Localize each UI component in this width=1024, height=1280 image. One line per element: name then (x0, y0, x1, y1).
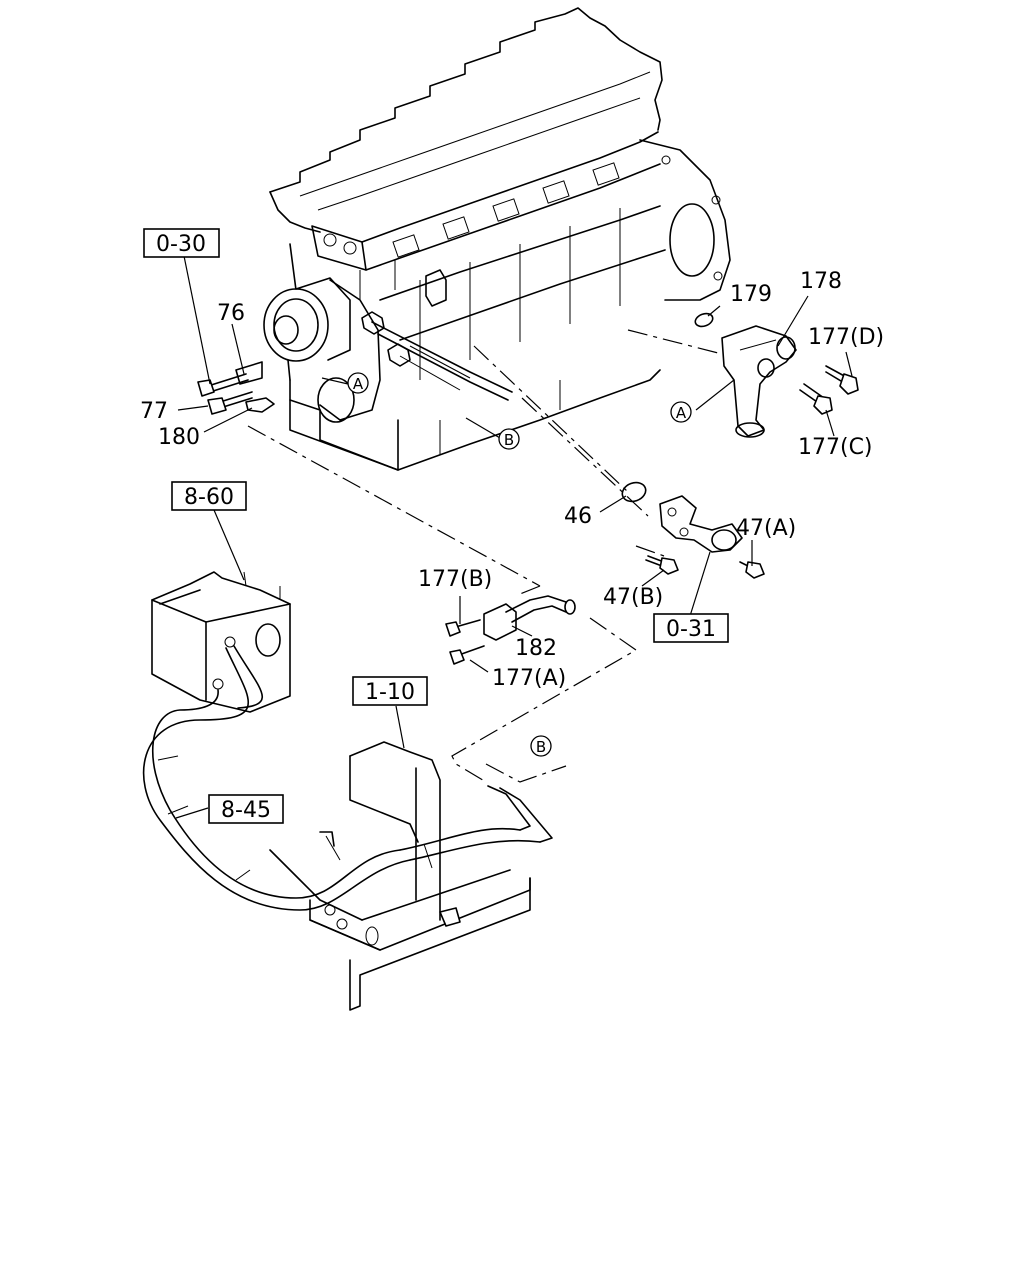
routing-lines (247, 329, 723, 783)
ref-box-0-30: 0-30 (143, 228, 220, 258)
thermostat-housing (694, 312, 859, 438)
marker-b-hose-label: B (536, 738, 546, 756)
heater-unit (151, 571, 291, 713)
marker-b-engine: B (498, 428, 520, 450)
ref-box-8-45: 8-45 (208, 794, 284, 824)
part-label-182: 182 (515, 636, 557, 661)
part-label-177d: 177(D) (808, 325, 884, 350)
part-label-177c: 177(C) (798, 435, 873, 460)
part-label-180: 180 (158, 425, 200, 450)
water-outlet-pipe (621, 481, 765, 579)
ref-label-1-10: 1-10 (365, 680, 415, 705)
gasket-180 (245, 397, 275, 413)
part-label-46: 46 (564, 504, 592, 529)
marker-a-housing-label: A (676, 404, 687, 422)
part-label-77: 77 (140, 399, 168, 424)
ref-label-0-30: 0-30 (156, 232, 206, 257)
part-label-178: 178 (800, 269, 842, 294)
marker-a-housing: A (670, 401, 692, 423)
ref-box-0-31: 0-31 (653, 613, 729, 643)
part-label-177b: 177(B) (418, 567, 492, 592)
ref-label-8-45: 8-45 (221, 798, 271, 823)
part-label-76: 76 (217, 301, 245, 326)
heater-hoses (142, 645, 553, 911)
marker-b-engine-label: B (504, 431, 514, 449)
front-bolts (197, 361, 275, 415)
ref-box-8-60: 8-60 (171, 481, 247, 511)
ref-box-1-10: 1-10 (352, 676, 428, 706)
part-label-47a: 47(A) (736, 516, 796, 541)
engine-block (263, 7, 731, 471)
o-ring-179 (694, 312, 714, 328)
part-label-177a: 177(A) (492, 666, 566, 691)
part-label-179: 179 (730, 282, 772, 307)
marker-a-engine: A (347, 372, 369, 394)
leader-lines (175, 255, 853, 819)
o-ring-46 (621, 481, 647, 503)
marker-a-engine-label: A (353, 375, 364, 393)
heater-valve (445, 595, 576, 665)
marker-b-hose: B (530, 735, 552, 757)
part-label-47b: 47(B) (603, 585, 663, 610)
frame-bracket (269, 741, 531, 1011)
ref-label-8-60: 8-60 (184, 485, 234, 510)
ref-label-0-31: 0-31 (666, 617, 716, 642)
